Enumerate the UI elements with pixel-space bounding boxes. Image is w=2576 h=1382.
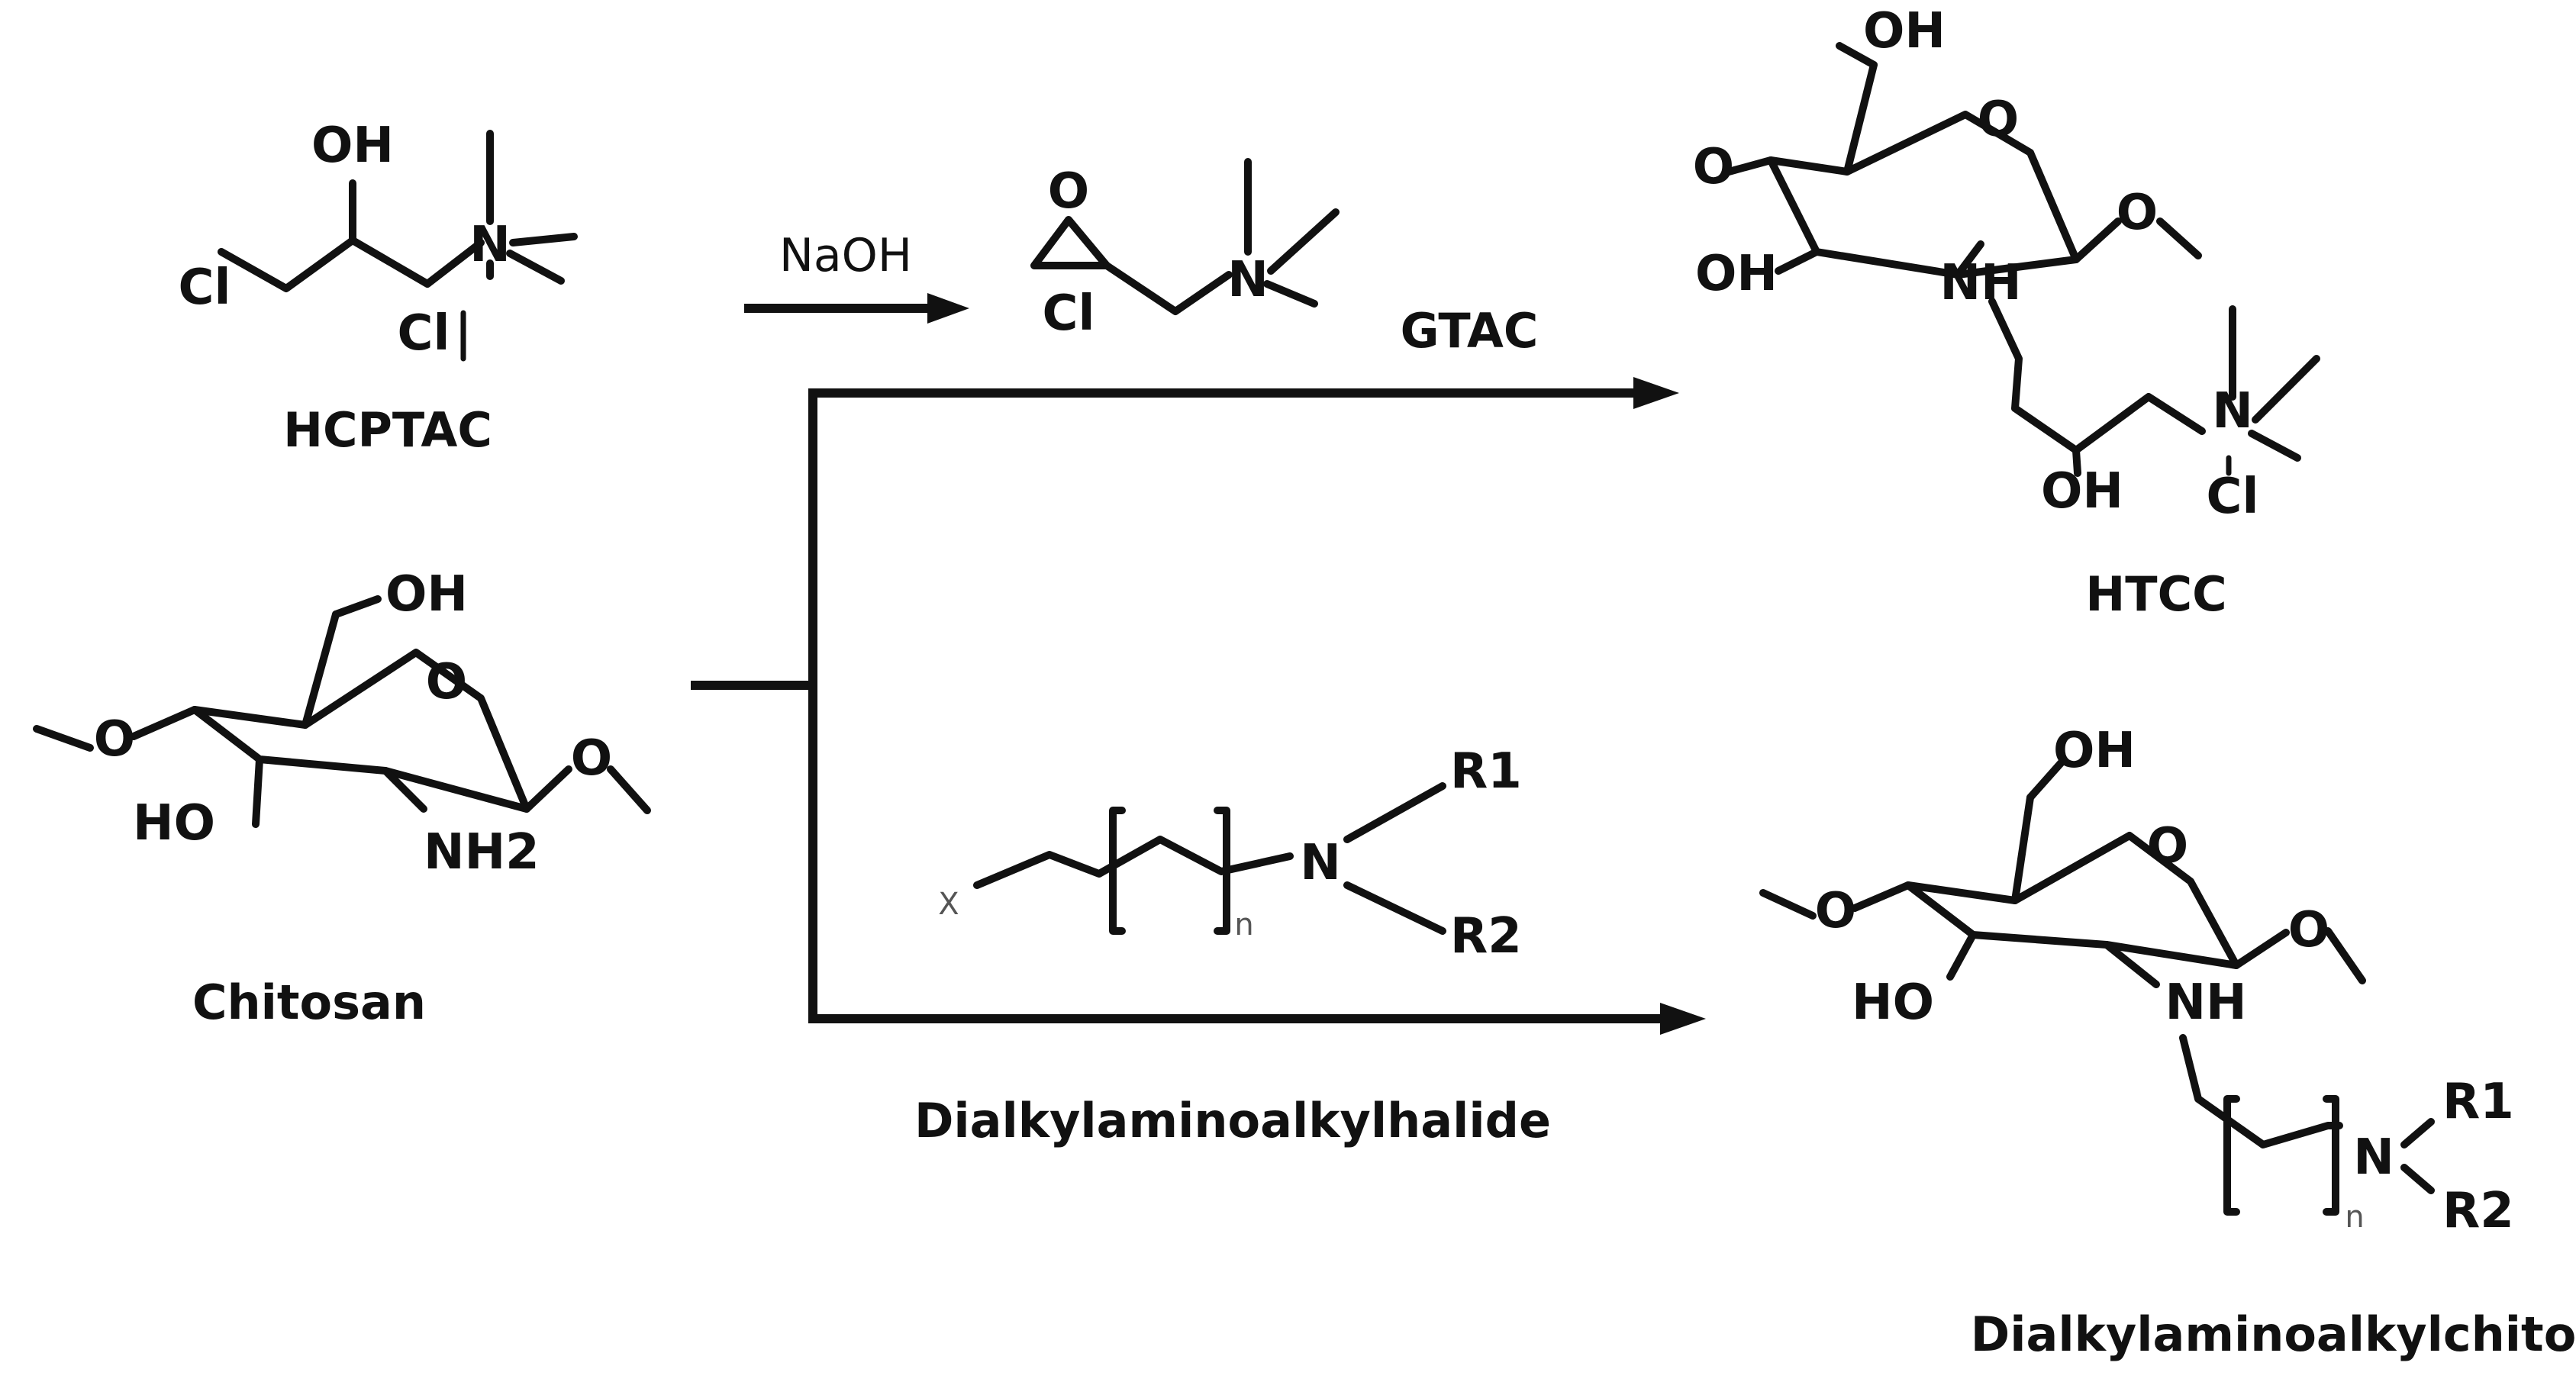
- chitosan-oh-label: OH: [385, 566, 468, 623]
- dac-r2-label: R2: [2442, 1183, 2514, 1239]
- htcc-cl-label: Cl: [2207, 469, 2259, 525]
- gtac-name: GTAC: [1401, 303, 1539, 359]
- hcptac-counterion-label: Cl: [398, 305, 450, 362]
- dac-n-subscript: n: [2345, 1200, 2364, 1235]
- hcptac-name: HCPTAC: [283, 402, 492, 458]
- dac-glycosidic-o-right: O: [2288, 902, 2329, 958]
- hcptac-structure: OH Cl N Cl HCPTAC: [179, 118, 578, 458]
- halide-r1-label: R1: [1450, 743, 1522, 800]
- naoh-label: NaOH: [779, 229, 912, 282]
- branch-arrows: [691, 377, 1706, 1035]
- gtac-n-label: N: [1227, 252, 1269, 308]
- chitosan-ho-label: HO: [133, 795, 215, 852]
- dac-glycosidic-o-left: O: [1815, 883, 1856, 939]
- halide-n-label: N: [1300, 835, 1341, 891]
- halide-x-label: X: [938, 887, 959, 922]
- chitosan-nh2-label: NH2: [424, 824, 540, 881]
- dialkylaminoalkylhalide-name: Dialkylaminoalkylhalide: [914, 1093, 1551, 1148]
- dialkylaminoalkylhalide-structure: X n N R1 R2 Dialkylaminoalkylhalide: [914, 743, 1551, 1148]
- chitosan-glycosidic-o-left: O: [94, 711, 135, 768]
- dac-r1-label: R1: [2442, 1074, 2514, 1130]
- htcc-ring-o: O: [1978, 92, 2019, 148]
- dialkylaminoalkylchitosan-name: Dialkylaminoalkylchitosan: [1971, 1306, 2576, 1362]
- hcptac-cl-label: Cl: [179, 259, 231, 316]
- dialkylaminoalkylchitosan-structure: O OH O O HO NH n N R1 R2 Dialkylaminoalk…: [1759, 723, 2576, 1362]
- dac-ho-label: HO: [1852, 974, 1934, 1031]
- htcc-name: HTCC: [2085, 566, 2226, 622]
- halide-n-subscript: n: [1234, 907, 1253, 942]
- htcc-oh-ring-label: OH: [1695, 246, 1778, 302]
- gtac-structure: O Cl N GTAC: [1030, 158, 1539, 359]
- dac-n-label: N: [2353, 1129, 2394, 1186]
- chitosan-ring-o: O: [426, 654, 467, 710]
- hcptac-n-label: N: [469, 217, 511, 273]
- gtac-o-label: O: [1048, 163, 1089, 220]
- htcc-n-label: N: [2212, 383, 2253, 440]
- htcc-oh-top-label: OH: [1863, 3, 1946, 60]
- htcc-nh-label: NH: [1939, 255, 2021, 311]
- chitosan-glycosidic-o-right: O: [571, 730, 612, 787]
- dac-ring-o: O: [2147, 818, 2188, 875]
- hcptac-oh-label: OH: [311, 118, 394, 174]
- htcc-oh-chain-label: OH: [2041, 463, 2123, 520]
- gtac-cl-label: Cl: [1043, 285, 1095, 342]
- halide-r2-label: R2: [1450, 908, 1522, 965]
- dac-oh-label: OH: [2053, 723, 2136, 779]
- chitosan-name: Chitosan: [192, 974, 426, 1030]
- htcc-glycosidic-o-right: O: [2117, 185, 2158, 241]
- chitosan-structure: O O O OH HO NH2 Chitosan: [33, 566, 651, 1030]
- htcc-structure: O OH O O OH NH OH N Cl HTCC: [1693, 3, 2320, 622]
- naoh-arrow: NaOH: [744, 229, 969, 324]
- htcc-glycosidic-o-left: O: [1693, 139, 1734, 195]
- dac-nh-label: NH: [2165, 974, 2246, 1031]
